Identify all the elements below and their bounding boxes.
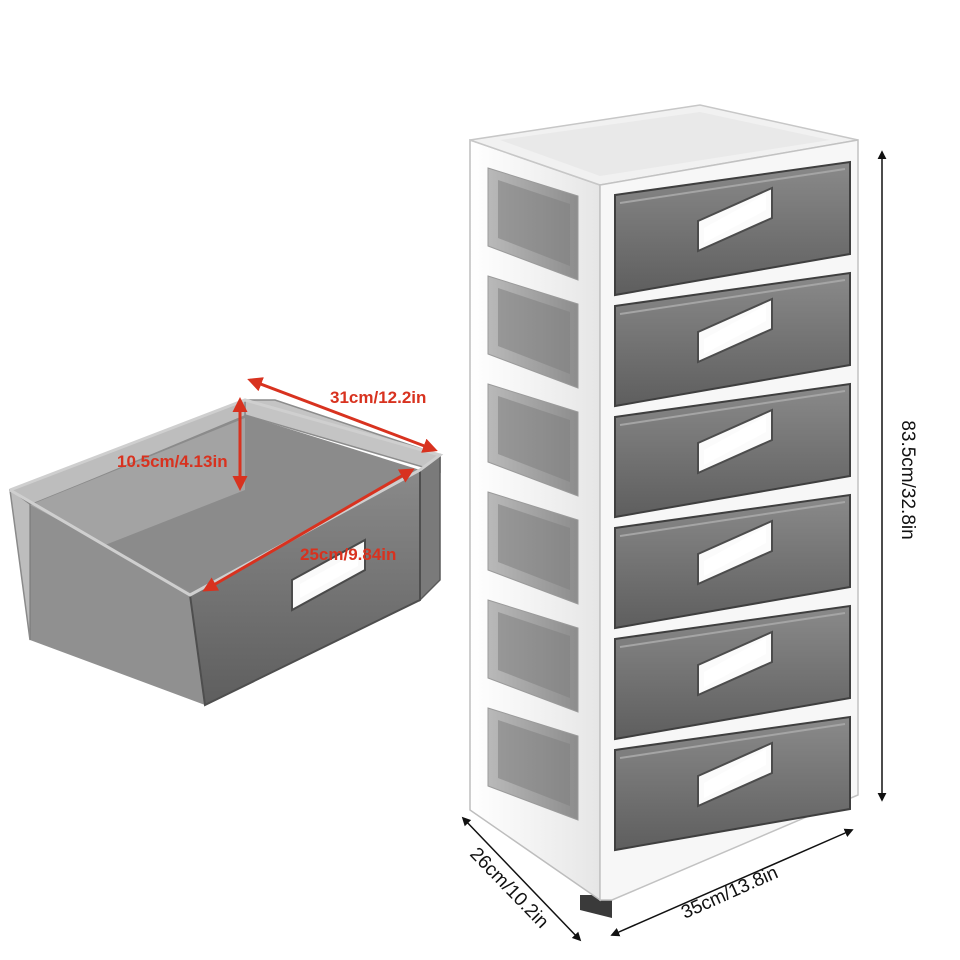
drawer-length-arrow bbox=[247, 377, 438, 453]
drawer-width-label: 25cm/9.84in bbox=[300, 545, 396, 564]
cabinet-drawer-handle-inner bbox=[704, 638, 766, 687]
cabinet-top-inset bbox=[500, 112, 830, 176]
drawer-left-outer bbox=[10, 490, 205, 705]
drawer-length-label: 31cm/12.2in bbox=[330, 388, 426, 407]
drawer-height-label: 10.5cm/4.13in bbox=[117, 452, 228, 471]
drawer-inner-panel bbox=[30, 418, 245, 545]
cabinet-drawer-handle-inner bbox=[704, 527, 766, 576]
cabinet-drawer-lip bbox=[619, 723, 846, 759]
single-drawer-illustration: 31cm/12.2in 10.5cm/4.13in 25cm/9.84in bbox=[9, 377, 444, 707]
cabinet-side-window-inner bbox=[498, 288, 570, 374]
drawer-width-arrow bbox=[202, 468, 415, 592]
cabinet-width-label: 35cm/13.8in bbox=[678, 862, 781, 923]
cabinet-depth-arrow bbox=[461, 816, 582, 942]
cabinet-drawer-handle-inner bbox=[704, 416, 766, 465]
cabinet-side-window-inner bbox=[498, 612, 570, 698]
cabinet-height-label: 83.5cm/32.8in bbox=[897, 420, 918, 539]
cabinet-side-window-inner bbox=[498, 396, 570, 482]
drawer-right-wall bbox=[419, 453, 441, 602]
drawer-rim bbox=[9, 398, 444, 597]
cabinet-drawer-lip bbox=[619, 501, 846, 537]
cabinet-side-window-inner bbox=[498, 180, 570, 266]
cabinet-drawer-handle-inner bbox=[704, 194, 766, 243]
cabinet-drawer-handle-inner bbox=[704, 305, 766, 354]
cabinet-drawer-lip bbox=[619, 390, 846, 426]
cabinet-drawer-lip bbox=[619, 279, 846, 315]
cabinet-side-window-inner bbox=[498, 504, 570, 590]
cabinet-drawer-stack bbox=[487, 160, 851, 852]
cabinet-width-arrow bbox=[610, 828, 854, 937]
cabinet-illustration: 83.5cm/32.8in 26cm/10.2in 35cm/13.8in bbox=[461, 104, 918, 942]
cabinet-side-window-inner bbox=[498, 720, 570, 806]
cabinet-drawer-handle-inner bbox=[704, 749, 766, 798]
cabinet-drawer-lip bbox=[619, 168, 846, 204]
cabinet-drawer-lip bbox=[619, 612, 846, 648]
